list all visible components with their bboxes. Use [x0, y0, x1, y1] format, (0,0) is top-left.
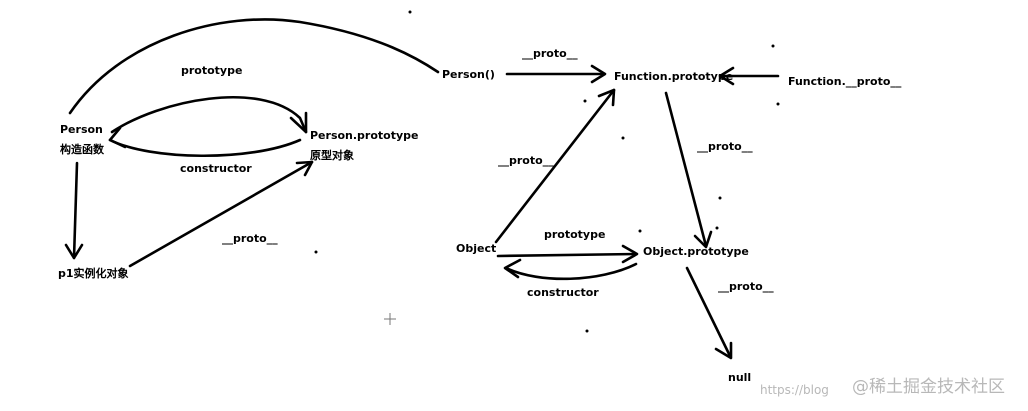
edge-object-to-function-prototype — [494, 88, 616, 244]
edge-person-to-person-call — [68, 18, 440, 115]
edge-object-prototype-to-null-arrowhead — [714, 341, 733, 360]
edge-object-constructor-arrowhead — [503, 258, 522, 279]
edge-prototype-arrowhead — [289, 111, 308, 134]
speck — [583, 99, 587, 103]
edge-label-prototype-left: prototype — [181, 64, 242, 77]
node-object-prototype: Object.prototype — [643, 245, 749, 258]
edge-label-proto-p1: __proto__ — [222, 232, 278, 245]
edge-label-constructor-left: constructor — [180, 162, 252, 175]
edge-object-prototype-link — [496, 252, 638, 258]
edge-person-call-arrowhead — [590, 64, 607, 84]
node-person-sub: 构造函数 — [60, 142, 105, 156]
edge-function-proto-arrowhead — [718, 66, 735, 86]
watermark-main: @稀土掘金技术社区 — [852, 377, 1005, 397]
edge-p1-to-person-prototype-arrowhead — [295, 160, 314, 177]
node-person: Person — [60, 123, 103, 136]
edge-constructor-arrowhead — [108, 126, 127, 149]
node-person-prototype-sub: 原型对象 — [310, 148, 354, 162]
node-person-call: Person() — [442, 68, 495, 81]
edge-object-prototype-link-arrowhead — [621, 244, 639, 264]
edge-label-proto-function-prototype: __proto__ — [697, 140, 753, 153]
edge-function-prototype-to-object-prototype — [664, 91, 708, 248]
edge-object-constructor-curve — [504, 262, 638, 281]
edge-label-constructor-object: constructor — [527, 286, 599, 299]
edge-person-to-p1 — [72, 161, 79, 260]
crosshair-mark — [384, 313, 396, 325]
speck — [408, 10, 412, 14]
speck — [771, 44, 775, 48]
speck — [638, 229, 642, 233]
edge-prototype-curve — [110, 95, 308, 134]
edge-object-prototype-to-null — [685, 266, 732, 358]
speck — [585, 329, 589, 333]
node-object: Object — [456, 242, 496, 255]
speck — [621, 136, 625, 140]
node-function-prototype: Function.prototype — [614, 70, 733, 83]
edge-constructor-curve — [108, 138, 302, 158]
speck — [718, 196, 722, 200]
speck — [314, 250, 318, 254]
edge-label-proto-object-prototype: __proto__ — [718, 280, 774, 293]
node-person-prototype: Person.prototype — [310, 129, 419, 142]
watermark-faint: https://blog — [760, 383, 829, 397]
edge-object-to-function-prototype-arrowhead — [597, 88, 616, 107]
edge-label-proto-person: __proto__ — [522, 47, 578, 60]
edge-label-prototype-object: prototype — [544, 228, 605, 241]
node-function-proto: Function.__proto__ — [788, 75, 902, 88]
speck — [776, 102, 780, 106]
edge-function-prototype-to-object-prototype-arrowhead — [693, 230, 713, 249]
node-null: null — [728, 371, 751, 384]
speck — [715, 226, 719, 230]
edge-person-to-p1-arrowhead — [64, 243, 84, 260]
edge-label-proto-object: __proto__ — [498, 154, 554, 167]
edge-p1-to-person-prototype — [128, 160, 314, 268]
node-p1: p1实例化对象 — [58, 266, 129, 280]
